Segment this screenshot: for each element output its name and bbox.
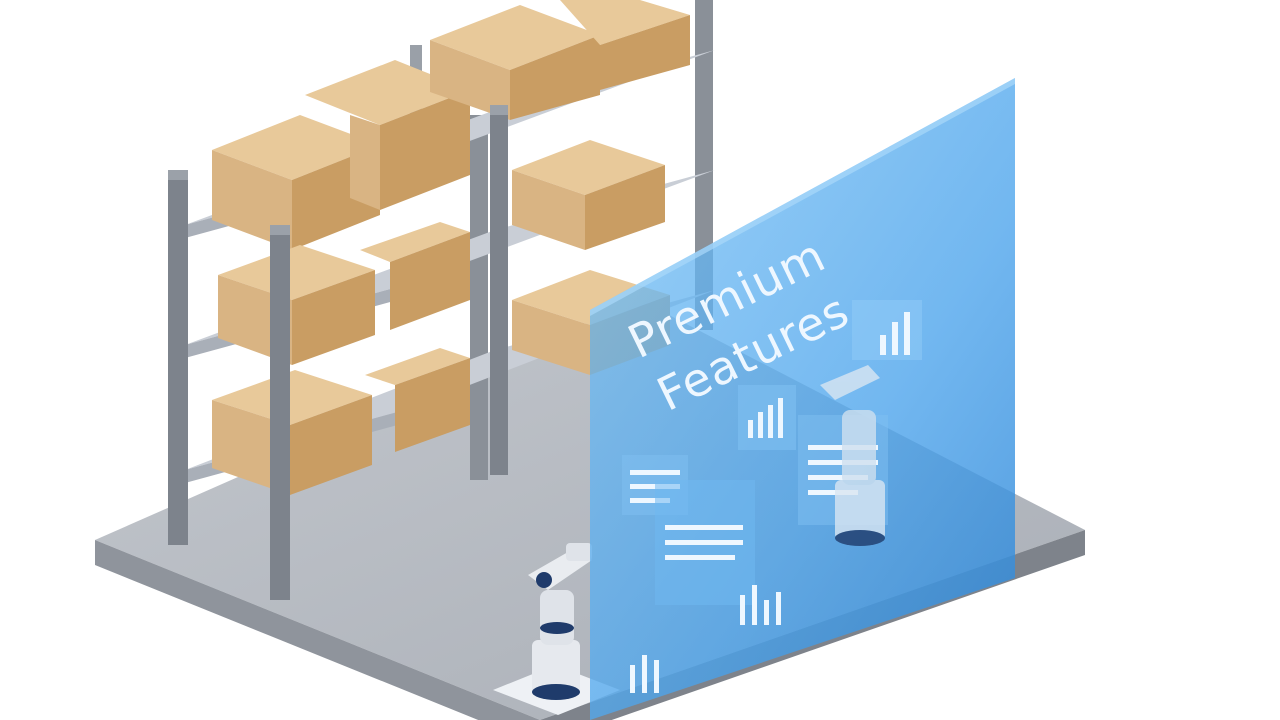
bar-chart-icon <box>852 300 922 360</box>
holographic-panel: Premium Features <box>590 78 1015 720</box>
box <box>365 348 470 452</box>
box <box>305 60 470 210</box>
bar-chart-icon <box>738 385 796 450</box>
bar-chart-icon <box>630 655 659 693</box>
box <box>360 222 470 330</box>
shelving-rack <box>168 0 715 600</box>
bar-chart-icon <box>740 585 781 625</box>
box <box>430 5 600 120</box>
robot-arm <box>820 365 885 546</box>
text-block-icon <box>655 480 755 605</box>
box <box>218 245 375 365</box>
robot-arm <box>493 543 620 715</box>
box <box>560 0 690 90</box>
box <box>512 140 665 250</box>
